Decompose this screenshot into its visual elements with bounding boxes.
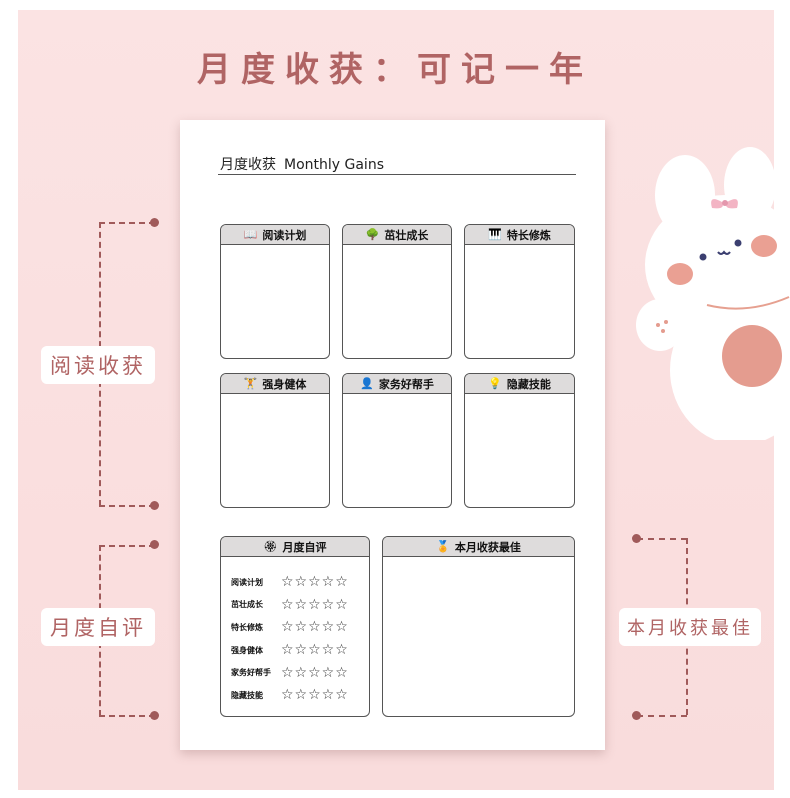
- rating-row: 隐藏技能☆☆☆☆☆: [231, 687, 349, 704]
- callout-line: [637, 715, 687, 717]
- rating-row: 茁壮成长☆☆☆☆☆: [231, 596, 349, 613]
- page-headline: 月度收获：可记一年: [197, 50, 593, 90]
- book-icon: 📖: [243, 228, 258, 241]
- medal-icon: 🏅: [436, 540, 450, 553]
- tree-icon: 🌳: [365, 228, 380, 241]
- callout-line: [637, 538, 687, 540]
- page-title: 月度收获 Monthly Gains: [220, 154, 384, 174]
- rating-row: 强身健体☆☆☆☆☆: [231, 642, 349, 659]
- rating-row: 特长修炼☆☆☆☆☆: [231, 619, 349, 636]
- best-gain-box[interactable]: 🏅本月收获最佳: [382, 536, 575, 717]
- star-rating[interactable]: ☆☆☆☆☆: [281, 596, 349, 613]
- lightbulb-icon: 💡: [488, 377, 502, 390]
- helper-icon: 👤: [360, 377, 374, 390]
- hidden-skill-box[interactable]: 💡隐藏技能: [464, 373, 575, 508]
- star-rating[interactable]: ☆☆☆☆☆: [281, 642, 349, 659]
- growth-box[interactable]: 🌳茁壮成长: [342, 224, 452, 359]
- best-callout-label: 本月收获最佳: [619, 608, 761, 646]
- callout-line: [99, 715, 155, 717]
- housework-box[interactable]: 👤家务好帮手: [342, 373, 452, 508]
- callout-line: [99, 222, 155, 224]
- monthly-review-callout-label: 月度自评: [41, 608, 155, 646]
- title-chinese: 月度收获: [220, 157, 276, 173]
- reading-plan-box[interactable]: 📖阅读计划: [220, 224, 330, 359]
- rating-row: 家务好帮手☆☆☆☆☆: [231, 664, 349, 681]
- title-divider: [218, 174, 576, 175]
- rating-row: 阅读计划☆☆☆☆☆: [231, 574, 349, 591]
- callout-dot: [632, 534, 641, 543]
- badge-icon: 🏵: [263, 540, 278, 553]
- callout-dot: [150, 711, 159, 720]
- callout-line: [99, 505, 155, 507]
- callout-dot: [150, 540, 159, 549]
- star-rating[interactable]: ☆☆☆☆☆: [281, 619, 349, 636]
- callout-dot: [150, 501, 159, 510]
- reading-callout-label: 阅读收获: [41, 346, 155, 384]
- callout-dot: [150, 218, 159, 227]
- piano-icon: 🎹: [488, 228, 502, 241]
- callout-dot: [632, 711, 641, 720]
- callout-line: [99, 545, 155, 547]
- star-rating[interactable]: ☆☆☆☆☆: [281, 574, 349, 591]
- rating-list: 阅读计划☆☆☆☆☆ 茁壮成长☆☆☆☆☆ 特长修炼☆☆☆☆☆ 强身健体☆☆☆☆☆ …: [231, 571, 349, 707]
- bunny-illustration: [636, 147, 790, 440]
- star-rating[interactable]: ☆☆☆☆☆: [281, 687, 349, 704]
- title-english: Monthly Gains: [284, 157, 384, 173]
- talent-box[interactable]: 🎹特长修炼: [464, 224, 575, 359]
- fitness-box[interactable]: 🏋强身健体: [220, 373, 330, 508]
- dumbbell-icon: 🏋: [243, 377, 258, 390]
- self-review-box: 🏵月度自评 阅读计划☆☆☆☆☆ 茁壮成长☆☆☆☆☆ 特长修炼☆☆☆☆☆ 强身健体…: [220, 536, 370, 717]
- star-rating[interactable]: ☆☆☆☆☆: [281, 664, 349, 681]
